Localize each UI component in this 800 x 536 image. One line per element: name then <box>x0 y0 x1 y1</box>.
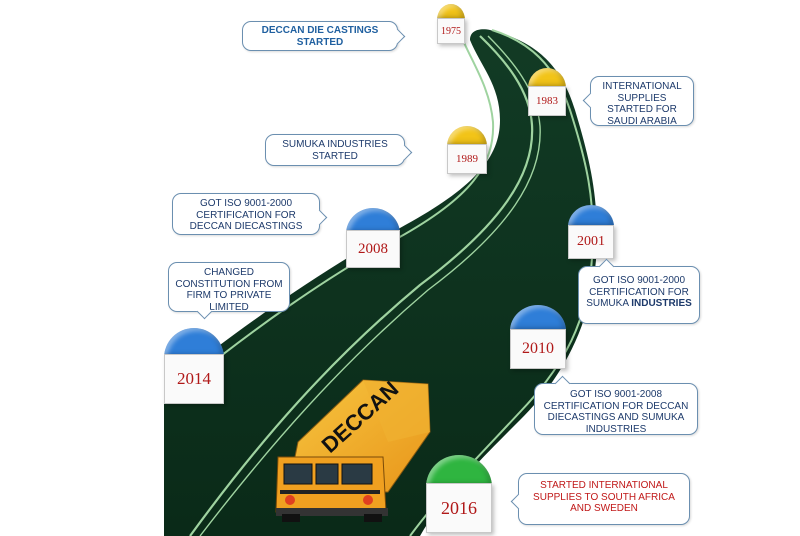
milestone-2001: 2001 <box>568 205 614 259</box>
milestone-cap <box>568 205 614 227</box>
milestone-year: 1989 <box>447 144 487 174</box>
callout-2008: GOT ISO 9001-2000 CERTIFICATION FOR DECC… <box>172 193 328 235</box>
milestone-year: 2014 <box>164 354 224 404</box>
callout-text: STARTED INTERNATIONAL SUPPLIES TO SOUTH … <box>533 480 675 514</box>
callout-2014: CHANGED CONSTITUTION FROM FIRM TO PRIVAT… <box>168 262 290 320</box>
milestone-year: 1983 <box>528 86 566 116</box>
milestone-cap <box>528 68 566 88</box>
callout-text: SUMUKA INDUSTRIES STARTED <box>282 139 388 162</box>
callout-text: CHANGED CONSTITUTION FROM FIRM TO PRIVAT… <box>175 267 283 313</box>
milestone-2008: 2008 <box>346 208 400 268</box>
milestone-cap <box>437 4 465 20</box>
milestone-2016: 2016 <box>426 455 492 533</box>
milestone-year: 2008 <box>346 230 400 268</box>
road-center-line-1 <box>189 35 534 536</box>
milestone-cap <box>510 305 566 331</box>
milestone-2014: 2014 <box>164 328 224 404</box>
road-edge-left <box>165 37 495 401</box>
milestone-2010: 2010 <box>510 305 566 369</box>
callout-text: GOT ISO 9001-2000 CERTIFICATION FOR DECC… <box>189 198 303 232</box>
callout-1989: SUMUKA INDUSTRIES STARTED <box>265 134 413 166</box>
callout-text: GOT ISO 9001-2000 CERTIFICATION FOR SUMU… <box>586 275 689 309</box>
callout-2010: GOT ISO 9001-2008 CERTIFICATION FOR DECC… <box>534 375 698 435</box>
school-bus: DECCAN <box>275 376 431 522</box>
callout-1983: INTERNATIONAL SUPPLIES STARTED FOR SAUDI… <box>582 76 694 127</box>
milestone-year: 2001 <box>568 225 614 259</box>
milestone-year: 1975 <box>437 18 465 44</box>
milestone-1975: 1975 <box>437 4 465 44</box>
milestone-1989: 1989 <box>447 126 487 174</box>
callout-text: GOT ISO 9001-2008 CERTIFICATION FOR DECC… <box>543 389 689 435</box>
callout-1975: DECCAN DIE CASTINGS STARTED <box>242 21 406 51</box>
milestone-cap <box>447 126 487 146</box>
road-surface <box>164 29 597 536</box>
milestone-year: 2016 <box>426 483 492 533</box>
callout-text-bold: INDUSTRIES <box>631 298 692 309</box>
callout-2001: GOT ISO 9001-2000 CERTIFICATION FOR SUMU… <box>578 258 700 324</box>
milestone-year: 2010 <box>510 329 566 369</box>
milestone-1983: 1983 <box>528 68 566 116</box>
callout-2016: STARTED INTERNATIONAL SUPPLIES TO SOUTH … <box>510 473 690 525</box>
callout-text: DECCAN DIE CASTINGS STARTED <box>261 25 379 48</box>
callout-text: INTERNATIONAL SUPPLIES STARTED FOR SAUDI… <box>602 81 682 127</box>
